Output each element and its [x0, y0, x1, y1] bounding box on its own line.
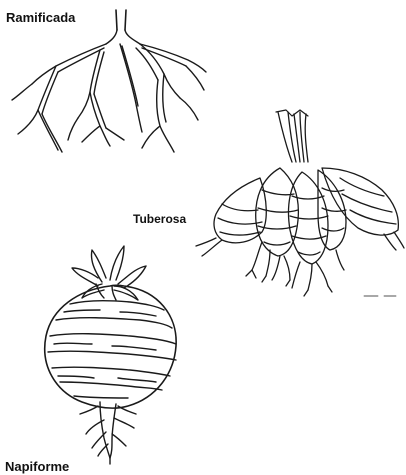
- napiform-root-drawing: [45, 246, 176, 464]
- branched-root-drawing: [12, 10, 206, 152]
- tuberous-root-drawing: [196, 110, 404, 296]
